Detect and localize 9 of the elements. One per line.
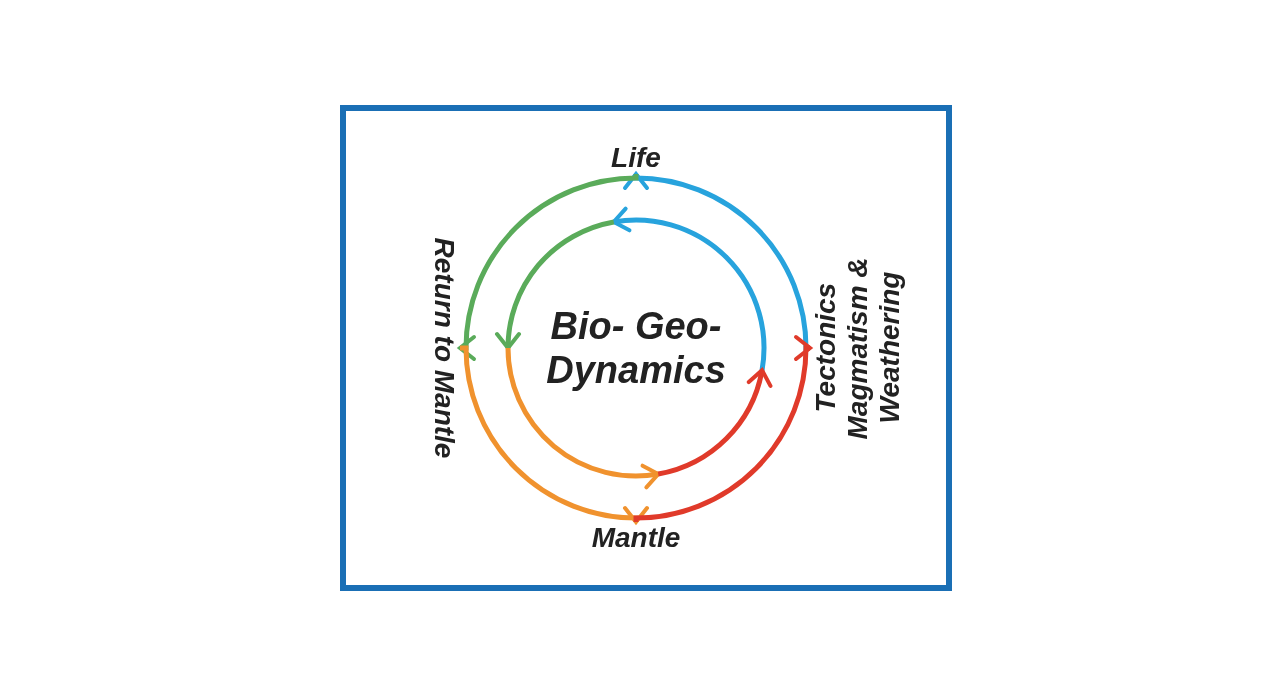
stage-label: Life	[611, 142, 661, 174]
stage-label: Mantle	[591, 522, 681, 554]
stage-label: Tectonics Magmatism & Weathering	[810, 240, 906, 456]
arrow	[633, 335, 812, 522]
arrow	[460, 345, 649, 524]
center-title: Bio- Geo- Dynamics	[546, 304, 726, 392]
arrow	[623, 172, 810, 351]
arrow	[458, 174, 639, 361]
stage-label: Return to Mantle	[428, 237, 460, 459]
